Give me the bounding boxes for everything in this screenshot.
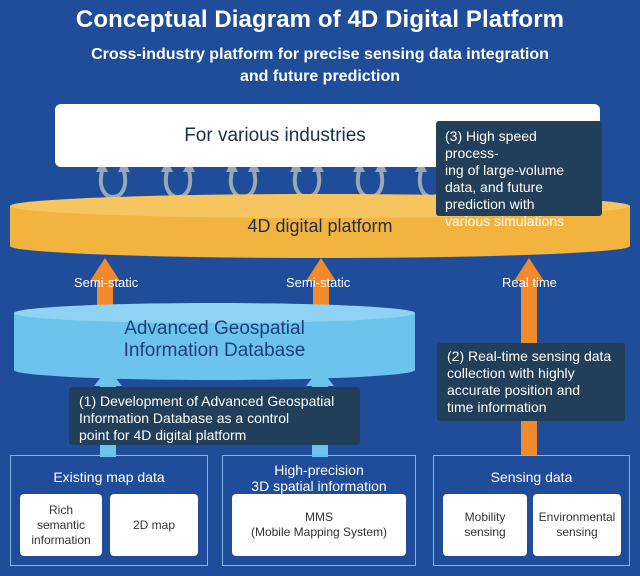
callout-realtime: (2) Real-time sensing data collection wi… xyxy=(437,343,625,421)
sensing-title: Sensing data xyxy=(490,469,573,485)
flow-label-right: Real time xyxy=(502,275,557,290)
high-precision-title: High-precision 3D spatial information xyxy=(251,462,387,494)
high-precision-panel xyxy=(222,455,416,566)
existing-map-panel xyxy=(10,455,208,566)
callout-simulation: (3) High speed process- ing of large-vol… xyxy=(436,121,602,229)
geo-db-cylinder xyxy=(14,303,415,380)
page-title: Conceptual Diagram of 4D Digital Platfor… xyxy=(75,6,565,33)
page-subtitle: Cross-industry platform for precise sens… xyxy=(91,46,549,85)
platform-label: 4D digital platform xyxy=(247,215,393,236)
flow-arrow-left xyxy=(90,258,120,310)
industries-label: For various industries xyxy=(184,124,366,146)
geo-db-label: Advanced Geospatial Information Database xyxy=(123,318,306,361)
2d-map-box: 2D map xyxy=(110,494,198,556)
callout-geo-db: (1) Development of Advanced Geospatial I… xyxy=(69,387,360,445)
flow-label-middle: Semi-static xyxy=(286,275,351,290)
flow-label-left: Semi-static xyxy=(74,275,139,290)
mms-box: MMS(Mobile Mapping System) xyxy=(232,494,406,556)
flow-arrow-middle xyxy=(306,258,336,310)
sensing-panel xyxy=(433,455,630,566)
existing-map-title: Existing map data xyxy=(53,469,165,485)
